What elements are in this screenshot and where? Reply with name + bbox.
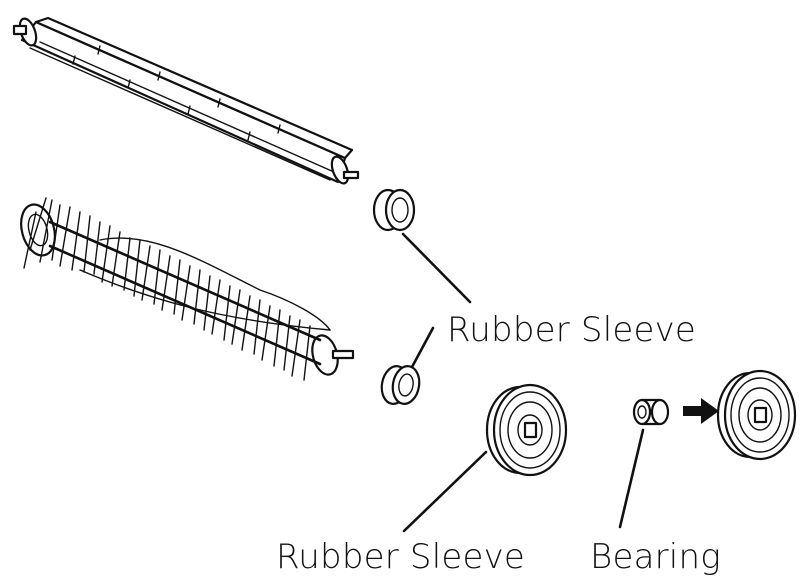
beater-bar-icon xyxy=(12,16,360,185)
rubber-sleeve-label: Rubber Sleeve xyxy=(276,537,526,577)
rubber-sleeve-icon xyxy=(380,365,421,405)
bearing-icon xyxy=(632,398,670,426)
bearing-label: Bearing xyxy=(590,537,721,577)
leader-line xyxy=(618,428,645,529)
rubber-sleeve-icon xyxy=(372,188,416,232)
wheel-icon xyxy=(485,383,568,477)
rubber-sleeve-label: Rubber Sleeve xyxy=(447,310,697,350)
bristle-brush-roll-icon xyxy=(20,197,355,381)
wheel-icon xyxy=(716,369,797,461)
leader-line xyxy=(401,232,472,304)
leader-line xyxy=(410,326,435,369)
arrow-right-icon xyxy=(683,398,719,424)
leader-line xyxy=(402,450,488,533)
